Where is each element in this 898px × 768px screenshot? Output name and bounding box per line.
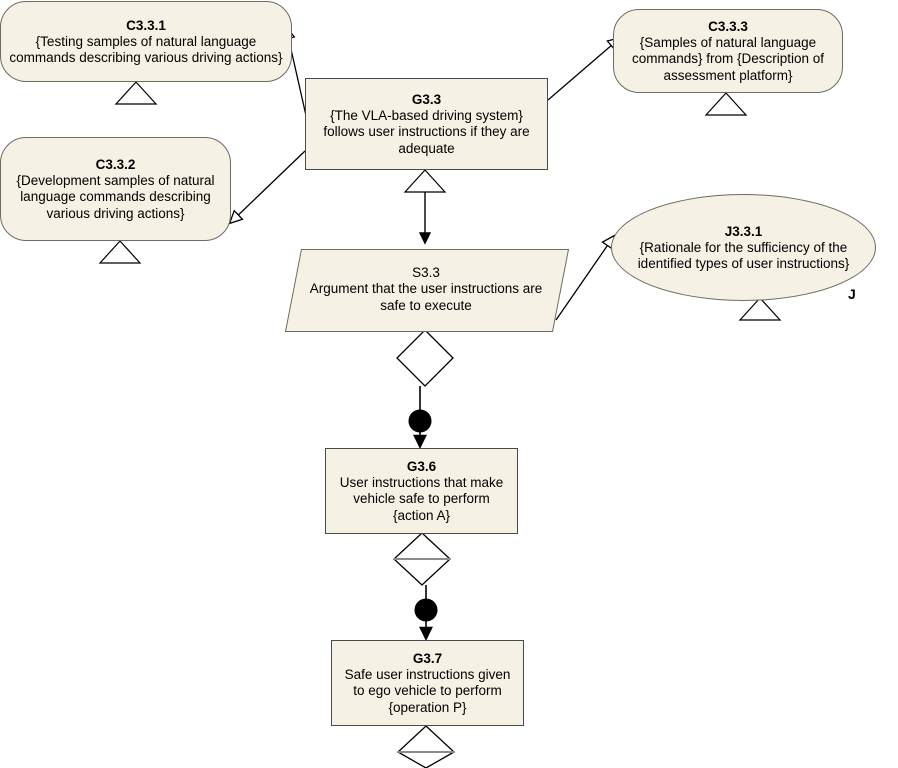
module-marker-c333 [704, 92, 748, 116]
undeveloped-marker-s33 [396, 329, 454, 387]
node-s33[interactable]: S3.3 Argument that the user instructions… [284, 249, 570, 332]
node-s33-id: S3.3 [412, 264, 440, 280]
node-g33-id: G3.3 [411, 91, 442, 107]
undeveloped-marker-g37 [396, 725, 456, 768]
module-marker-g33 [403, 169, 447, 193]
connector-s33-g36 [408, 386, 432, 447]
node-j331-id: J3.3.1 [724, 223, 763, 239]
node-g33[interactable]: G3.3 {The VLA-based driving system} foll… [305, 78, 548, 170]
connector-g33-c332 [230, 150, 306, 223]
node-g36-text: User instructions that make vehicle safe… [339, 474, 504, 523]
node-c333[interactable]: C3.3.3 {Samples of natural language comm… [613, 9, 843, 93]
node-g33-text: {The VLA-based driving system} follows u… [323, 107, 530, 156]
node-g37[interactable]: G3.7 Safe user instructions given to ego… [331, 640, 524, 726]
node-c333-text: {Samples of natural language commands} f… [631, 34, 825, 83]
node-c332-id: C3.3.2 [95, 156, 136, 172]
node-g36-id: G3.6 [406, 458, 437, 474]
node-c331[interactable]: C3.3.1 {Testing samples of natural langu… [0, 1, 292, 82]
module-marker-c332 [98, 240, 142, 264]
node-c332[interactable]: C3.3.2 {Development samples of natural l… [0, 137, 231, 241]
node-j331-text: {Rationale for the sufficiency of the id… [637, 239, 850, 272]
node-c332-text: {Development samples of natural language… [16, 172, 215, 221]
node-c331-id: C3.3.1 [126, 17, 166, 33]
module-marker-c331 [114, 81, 158, 105]
node-s33-label: S3.3 Argument that the user instructions… [293, 249, 559, 330]
node-g36[interactable]: G3.6 User instructions that make vehicle… [325, 448, 518, 534]
node-j331-badge: J [848, 286, 856, 302]
undeveloped-marker-g36 [393, 532, 451, 586]
node-g37-id: G3.7 [412, 650, 443, 666]
connector-g36-g37 [414, 585, 438, 639]
node-j331[interactable]: J3.3.1 {Rationale for the sufficiency of… [611, 194, 876, 301]
node-s33-text: Argument that the user instructions are … [309, 281, 543, 313]
node-c331-text: {Testing samples of natural language com… [9, 33, 283, 66]
module-marker-j331 [738, 297, 782, 321]
node-c333-id: C3.3.3 [708, 18, 748, 34]
connector-g33-c333 [547, 38, 620, 101]
node-g37-text: Safe user instructions given to ego vehi… [344, 666, 511, 715]
